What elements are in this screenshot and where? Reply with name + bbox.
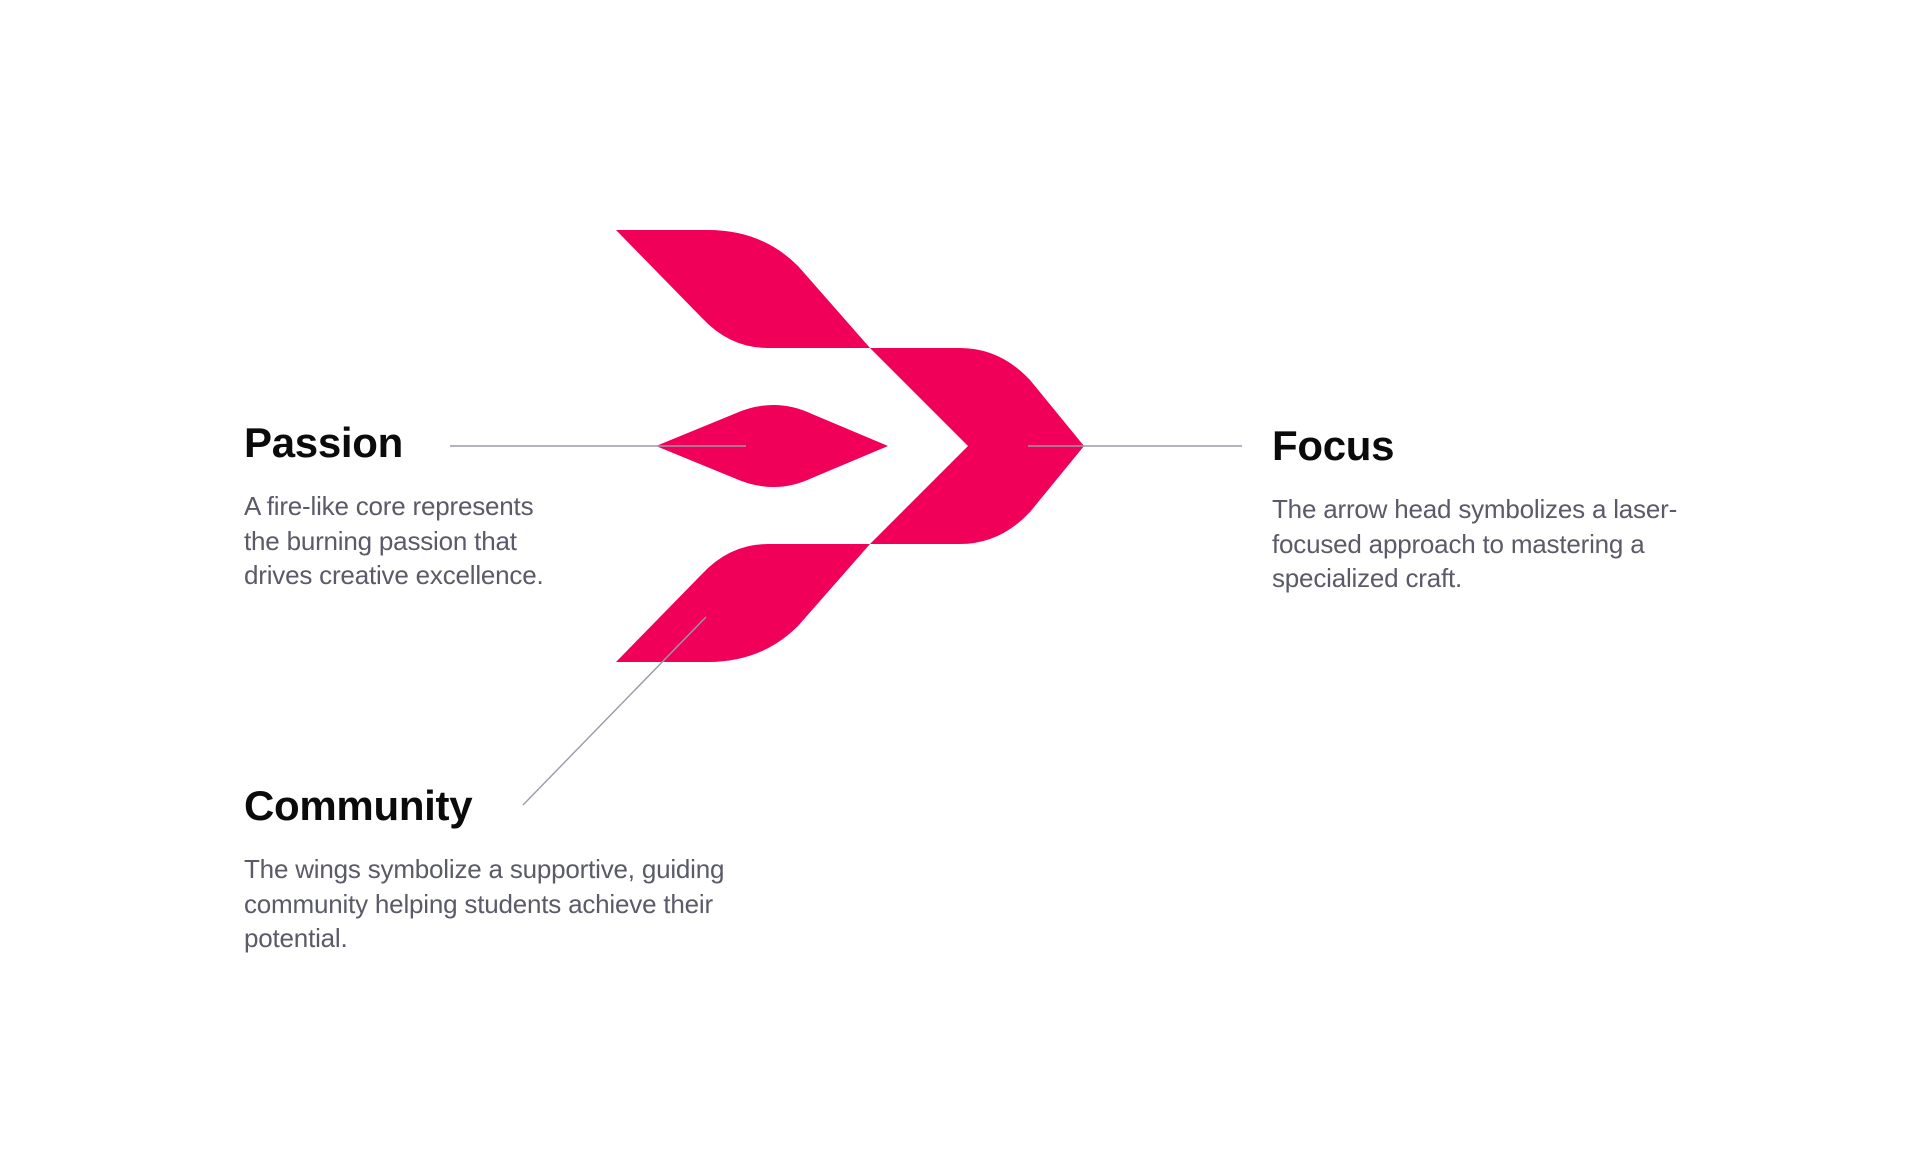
logo-arrow-head-shape [870,348,1084,544]
community-leader-line [522,616,707,806]
logo-bottom-wing-shape [616,544,870,662]
focus-description: The arrow head symbolizes a laser-focuse… [1272,494,1678,593]
community-title: Community [244,782,473,829]
logo-top-wing-shape [616,230,870,348]
passion-callout: Passion A fire-like core represents the … [244,419,574,593]
passion-title: Passion [244,419,403,466]
focus-callout: Focus The arrow head symbolizes a laser-… [1272,422,1742,596]
community-callout: Community The wings symbolize a supporti… [244,782,764,956]
logo-flame-core-shape [656,405,888,487]
passion-description: A fire-like core represents the burning … [244,491,544,590]
community-description: The wings symbolize a supportive, guidin… [244,854,725,953]
focus-title: Focus [1272,422,1395,469]
